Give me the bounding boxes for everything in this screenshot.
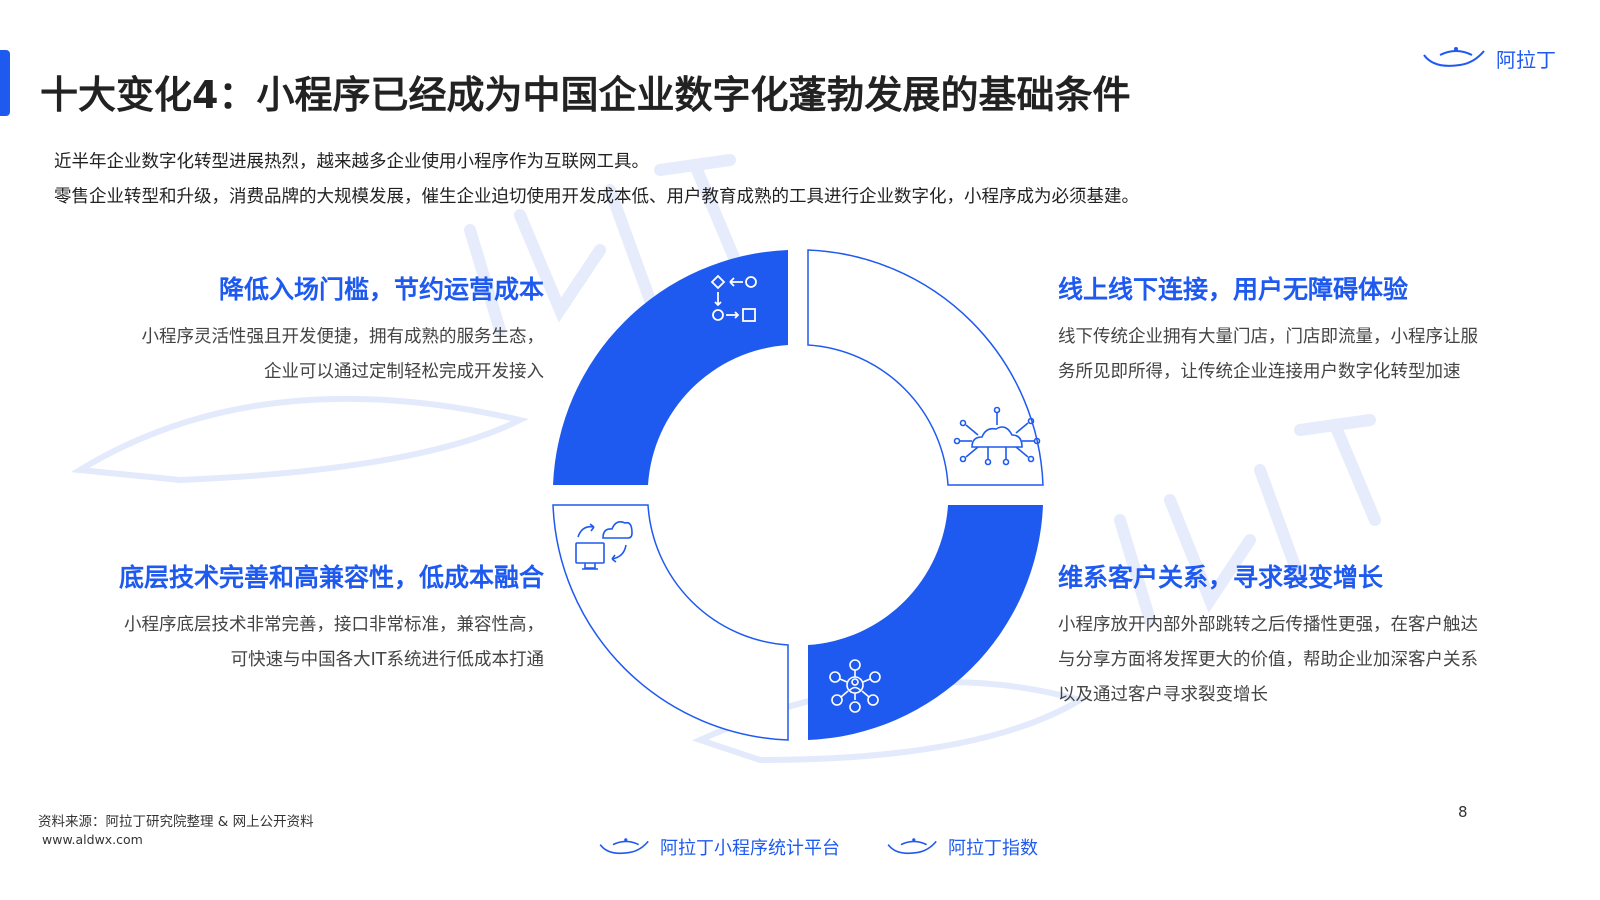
workflow-icon [710,274,757,322]
brand-name: 阿拉丁 [1496,47,1556,72]
magic-lamp-icon [599,838,649,855]
cloud-sync-monitor-icon [575,521,633,570]
section-heading: 线上线下连接，用户无障碍体验 [1058,275,1409,304]
title-accent-bar [0,50,10,116]
section-top-left: 降低入场门槛，节约运营成本 小程序灵活性强且开发便捷，拥有成熟的服务生态， 企业… [24,270,545,390]
section-body: 小程序放开内部外部跳转之后传播性更强，在客户触达与分享方面将发挥更大的价值，帮助… [1058,615,1478,705]
website-link[interactable]: www.aldwx.com [42,832,143,847]
four-quadrant-ring [552,249,1044,741]
section-body-line: 企业可以通过定制轻松完成开发接入 [264,362,544,382]
footer-brand-text: 阿拉丁小程序统计平台 [660,838,840,859]
section-body: 小程序灵活性强且开发便捷，拥有成熟的服务生态， 企业可以通过定制轻松完成开发接入 [24,320,545,390]
magic-lamp-icon [1423,47,1485,67]
section-body-line: 小程序灵活性强且开发便捷，拥有成熟的服务生态， [141,327,545,347]
intro-line: 零售企业转型和升级，消费品牌的大规模发展，催生企业迫切使用开发成本低、用户教育成… [54,187,1139,207]
section-bottom-left: 底层技术完善和高兼容性，低成本融合 小程序底层技术非常完善，接口非常标准，兼容性… [24,558,544,678]
footer-brand-stats: 阿拉丁小程序统计平台 [596,832,840,862]
ring-segment-top-right [807,249,1044,486]
footer-brand-text: 阿拉丁指数 [948,838,1038,859]
section-body-line: 小程序底层技术非常完善，接口非常标准，兼容性高， [124,615,544,635]
section-heading: 降低入场门槛，节约运营成本 [218,275,544,304]
ring-segment-top-left [553,250,788,485]
magic-lamp-icon [887,838,937,855]
ring-segment-bottom-right [808,505,1043,740]
page-title: 十大变化4：小程序已经成为中国企业数字化蓬勃发展的基础条件 [40,73,1131,117]
intro-line: 近半年企业数字化转型进展热烈，越来越多企业使用小程序作为互联网工具。 [54,152,649,172]
section-top-right: 线上线下连接，用户无障碍体验 线下传统企业拥有大量门店，门店即流量，小程序让服务… [1058,270,1488,390]
footer-brand-index: 阿拉丁指数 [884,832,1038,862]
section-body: 小程序底层技术非常完善，接口非常标准，兼容性高， 可快速与中国各大IT系统进行低… [24,608,544,678]
section-bottom-right: 维系客户关系，寻求裂变增长 小程序放开内部外部跳转之后传播性更强，在客户触达与分… [1058,558,1488,713]
section-heading: 维系客户关系，寻求裂变增长 [1058,563,1384,592]
user-network-icon [829,659,881,713]
section-body: 线下传统企业拥有大量门店，门店即流量，小程序让服务所见即所得，让传统企业连接用户… [1058,327,1478,382]
section-heading: 底层技术完善和高兼容性，低成本融合 [118,563,544,592]
ring-segment-bottom-left [552,504,789,741]
page-number: 8 [1458,803,1468,821]
source-note: 资料来源：阿拉丁研究院整理 & 网上公开资料 [38,814,314,830]
intro-text: 近半年企业数字化转型进展热烈，越来越多企业使用小程序作为互联网工具。 零售企业转… [54,145,1454,215]
cloud-network-icon [953,406,1041,466]
brand-logo-top: 阿拉丁 [1420,38,1570,78]
section-body-line: 可快速与中国各大IT系统进行低成本打通 [230,650,544,670]
